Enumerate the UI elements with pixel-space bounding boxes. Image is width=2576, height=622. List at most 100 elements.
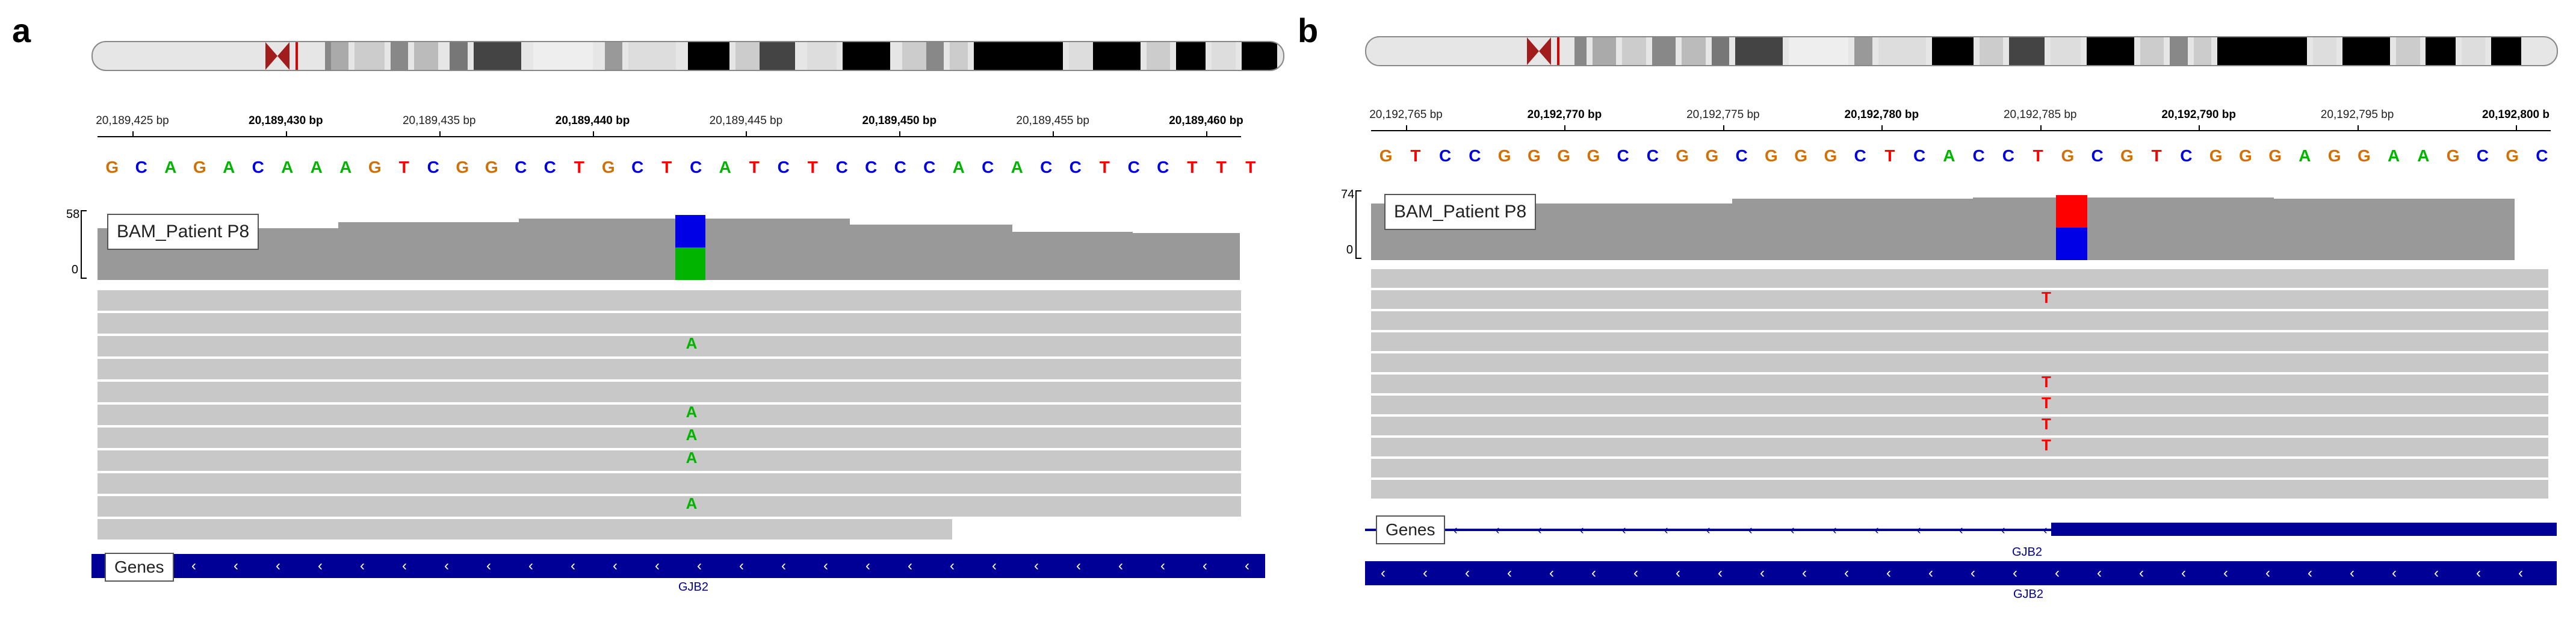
aligned-read[interactable] <box>98 473 1241 494</box>
aligned-read[interactable] <box>1371 459 2548 477</box>
chromosome-band <box>902 42 926 70</box>
mismatch-base: A <box>686 334 698 352</box>
strand-arrow-icon: ‹ <box>992 558 997 574</box>
reference-base: C <box>835 158 848 176</box>
ruler-tick-label: 20,189,445 bp <box>709 114 783 127</box>
aligned-read[interactable] <box>1371 438 2548 456</box>
chromosome-band <box>2009 37 2045 65</box>
reference-base: C <box>631 158 644 176</box>
reference-base: G <box>193 158 206 176</box>
aligned-read[interactable] <box>1371 269 2548 288</box>
strand-arrow-icon: ‹ <box>402 558 407 574</box>
aligned-read[interactable] <box>98 496 1241 517</box>
gene-exon-bar <box>1365 561 2557 585</box>
mismatch-base: A <box>686 403 698 421</box>
aligned-read[interactable] <box>1371 332 2548 351</box>
aligned-read[interactable] <box>98 290 1241 311</box>
strand-arrow-icon: ‹ <box>1844 565 1849 581</box>
strand-arrow-icon: ‹ <box>1748 522 1753 537</box>
aligned-read[interactable] <box>1371 375 2548 393</box>
gene-track[interactable]: ‹‹‹‹‹‹‹‹‹‹‹‹‹‹‹‹GJB2‹‹‹‹‹‹‹‹‹‹‹‹‹‹‹‹‹‹‹‹… <box>1365 513 2557 609</box>
reference-base: A <box>2388 146 2400 165</box>
reference-base: C <box>427 158 439 176</box>
coverage-bar <box>338 222 519 280</box>
ruler-tick <box>2516 125 2517 131</box>
aligned-read[interactable] <box>98 405 1241 425</box>
aligned-read[interactable] <box>98 428 1241 448</box>
ruler-tick-label: 20,189,460 bp <box>1169 114 1243 127</box>
aligned-read[interactable] <box>1371 417 2548 435</box>
strand-arrow-icon: ‹ <box>191 558 196 574</box>
chromosome-band <box>1592 37 1617 65</box>
strand-arrow-icon: ‹ <box>655 558 660 574</box>
ruler-tick <box>1206 131 1207 137</box>
bam-track-label: BAM_Patient P8 <box>107 214 259 250</box>
strand-arrow-icon: ‹ <box>823 558 828 574</box>
reference-base: G <box>2120 146 2134 165</box>
reference-base: A <box>164 158 177 176</box>
reference-base: C <box>777 158 790 176</box>
chromosome-band <box>2461 37 2486 65</box>
strand-arrow-icon: ‹ <box>1160 558 1165 574</box>
aligned-read[interactable] <box>1371 311 2548 330</box>
chromosome-band <box>604 42 623 70</box>
coverage-bar <box>1133 233 1240 280</box>
mismatch-base: T <box>2042 436 2051 454</box>
aligned-read[interactable] <box>1371 480 2548 499</box>
chromosome-ideogram[interactable] <box>91 41 1284 71</box>
strand-arrow-icon: ‹ <box>865 558 870 574</box>
strand-arrow-icon: ‹ <box>1507 565 1512 581</box>
chromosome-band <box>843 42 891 70</box>
reference-base: C <box>1854 146 1866 165</box>
allele-fraction-bottom <box>2056 228 2087 260</box>
aligned-read[interactable] <box>1371 290 2548 309</box>
genes-track-label: Genes <box>105 553 174 582</box>
chromosome-band <box>1979 37 2004 65</box>
chromosome-band <box>926 42 944 70</box>
reference-base: C <box>690 158 702 176</box>
strand-arrow-icon: ‹ <box>950 558 955 574</box>
ruler-tick-label: 20,189,435 bp <box>402 114 476 127</box>
allele-fraction-top <box>675 215 705 247</box>
ruler-tick-label: 20,192,780 bp <box>1844 108 1919 121</box>
aligned-read[interactable] <box>98 313 1241 334</box>
chromosome-band <box>414 42 438 70</box>
strand-arrow-icon: ‹ <box>2265 565 2270 581</box>
aligned-read[interactable] <box>98 519 952 540</box>
aligned-read[interactable] <box>98 382 1241 402</box>
chromosome-band <box>330 42 349 70</box>
chromosome-band <box>2342 37 2391 65</box>
chromosome-ideogram[interactable] <box>1365 36 2558 66</box>
chromosome-band <box>1241 42 1278 70</box>
aligned-read[interactable] <box>98 450 1241 471</box>
strand-arrow-icon: ‹ <box>2476 565 2481 581</box>
aligned-read[interactable] <box>98 359 1241 379</box>
reference-base: T <box>661 158 672 176</box>
strand-arrow-icon: ‹ <box>1886 565 1891 581</box>
ruler-tick-label: 20,192,785 bp <box>2003 108 2077 121</box>
chromosome-band <box>2312 37 2337 65</box>
aligned-read[interactable] <box>98 336 1241 356</box>
reference-base: C <box>865 158 878 176</box>
reference-base: C <box>1617 146 1629 165</box>
gene-name-label: GJB2 <box>2013 588 2044 601</box>
aligned-read[interactable] <box>1371 396 2548 414</box>
ruler-tick <box>1406 125 1407 131</box>
coverage-bar <box>519 219 669 280</box>
gene-exon-bar <box>2051 523 2557 536</box>
mismatch-base: T <box>2042 288 2051 306</box>
chromosome-band <box>533 42 593 70</box>
chromosome-band <box>1735 37 1783 65</box>
chromosome-band <box>390 42 409 70</box>
aligned-read[interactable] <box>1371 353 2548 372</box>
reference-base: C <box>2476 146 2489 165</box>
strand-arrow-icon: ‹ <box>1676 565 1680 581</box>
chromosome-band <box>1212 42 1236 70</box>
